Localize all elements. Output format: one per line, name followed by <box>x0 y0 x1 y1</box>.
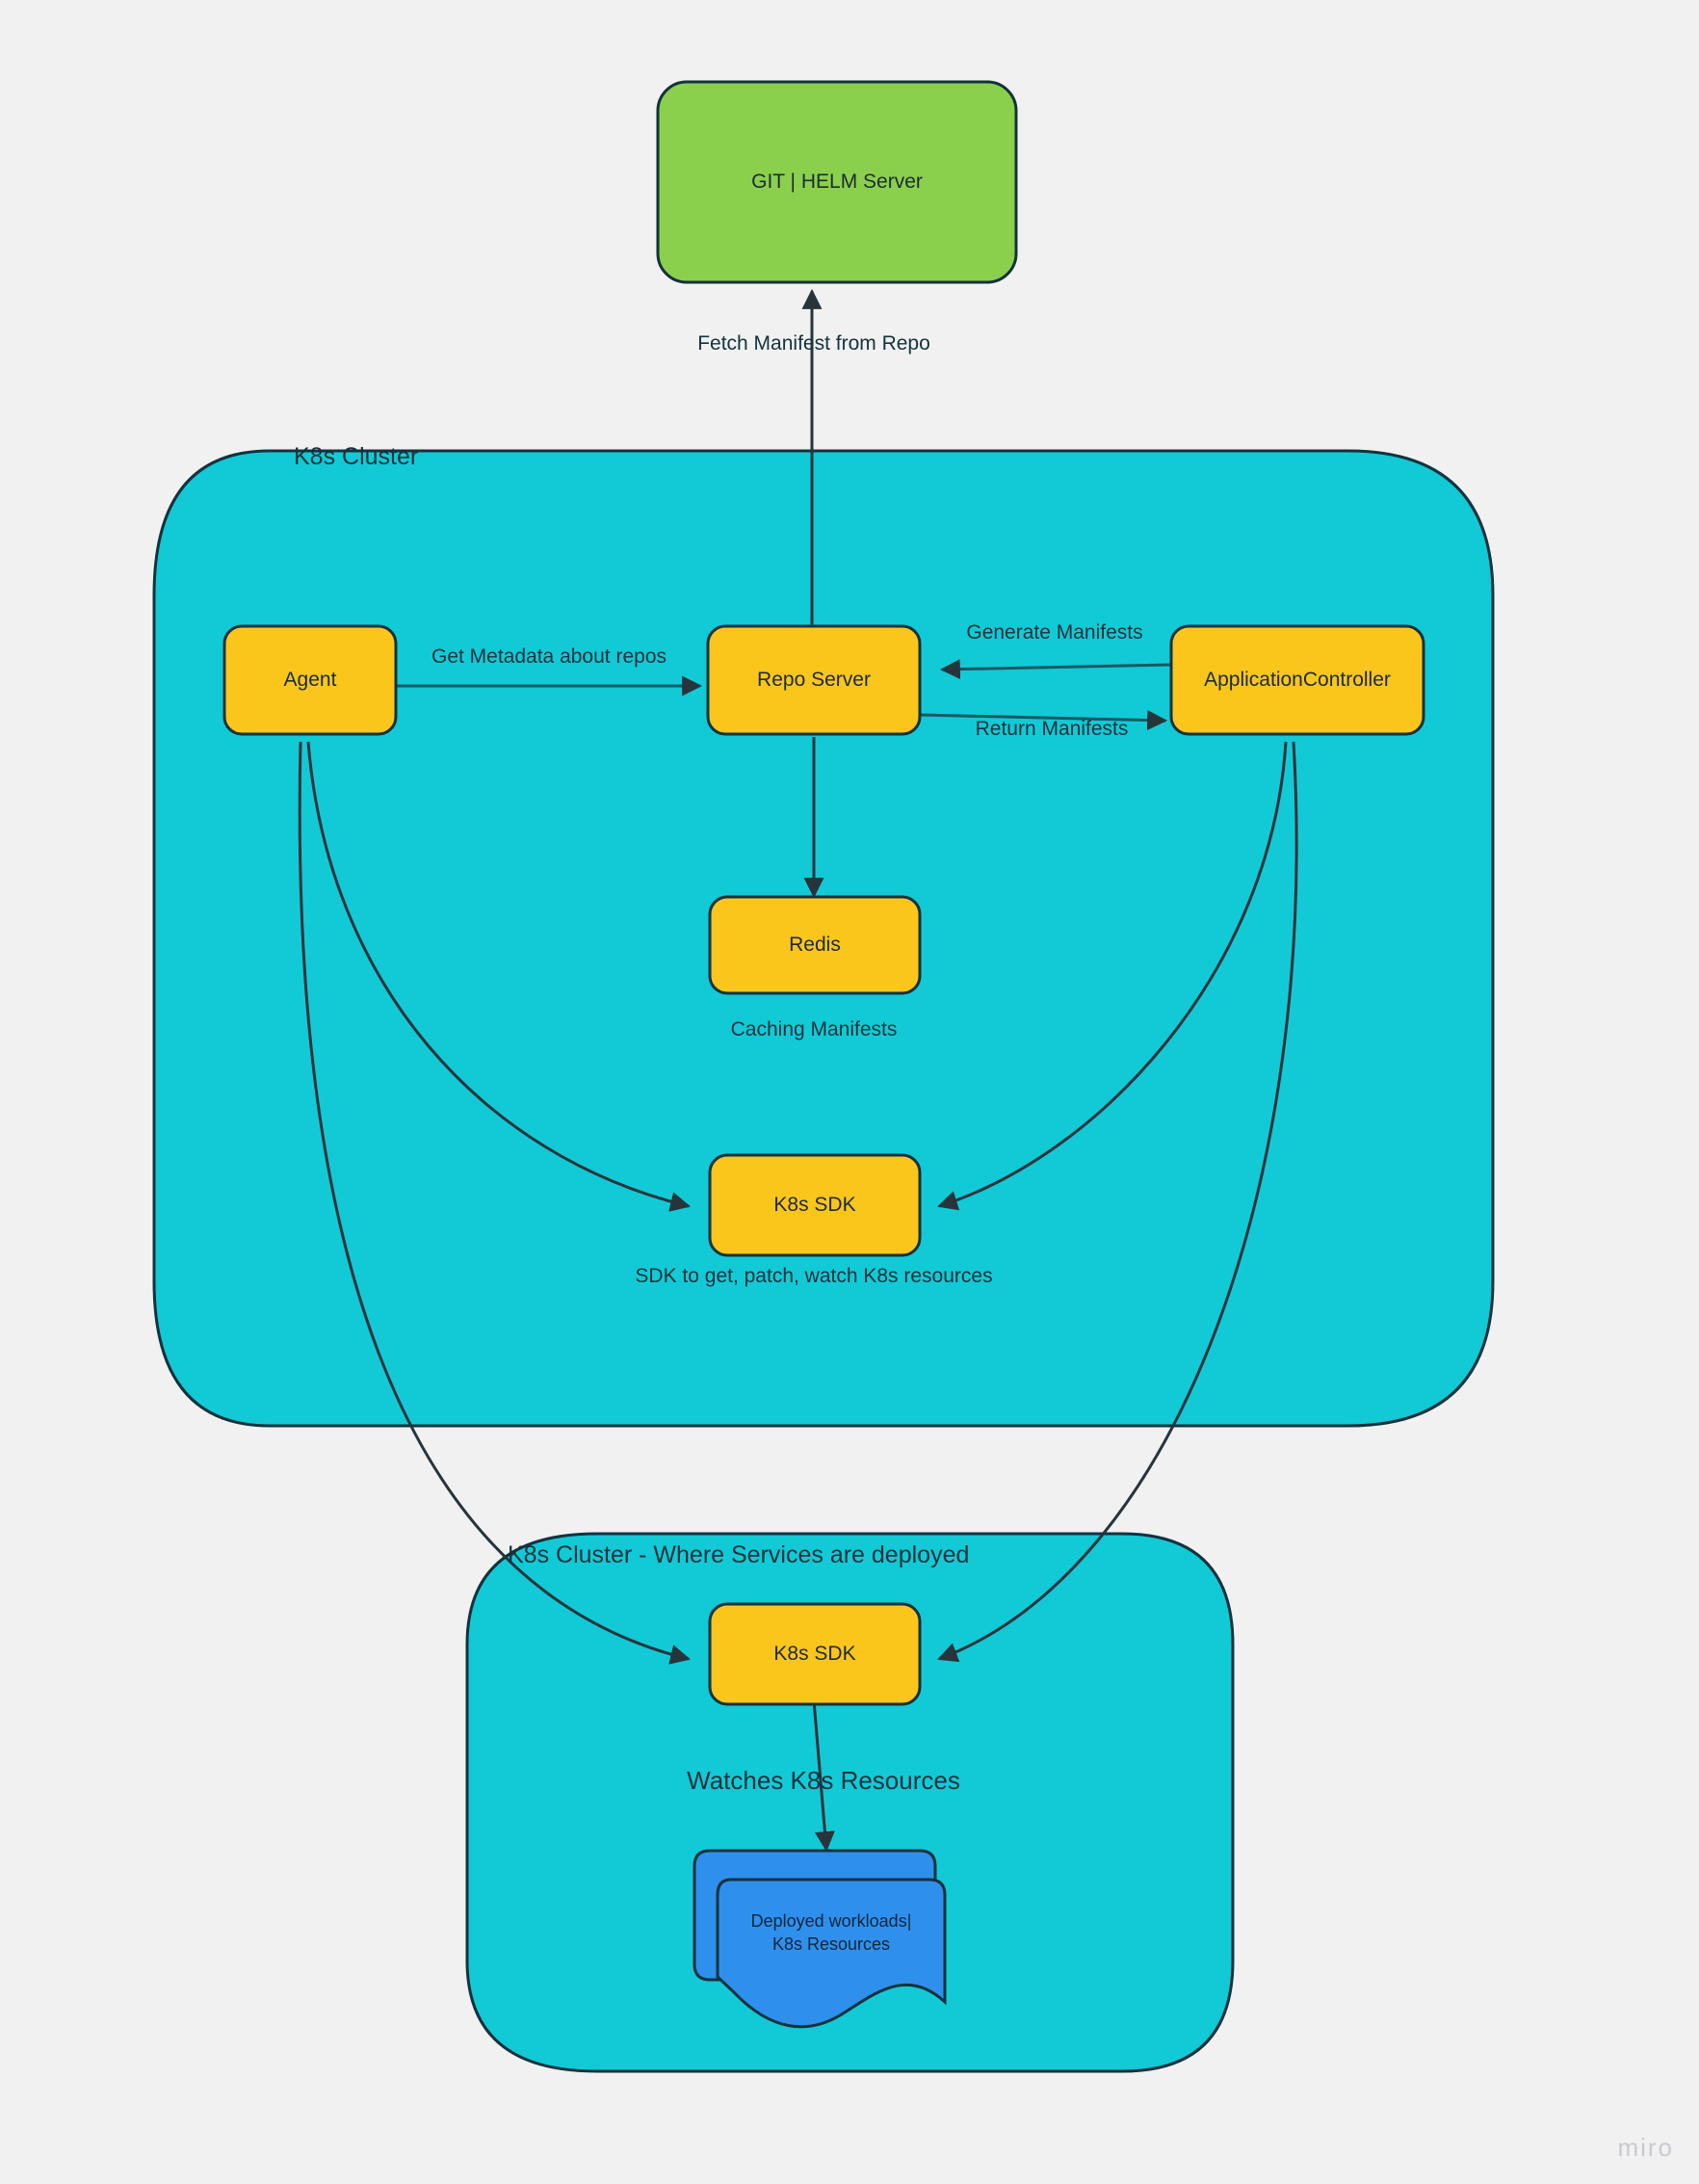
edge-k8s-sdk-lower-to-workloads <box>812 1699 835 1853</box>
edge-appcontroller-to-k8s-sdk-lower <box>937 741 1298 1663</box>
node-deployed-workloads-front-sheet[interactable] <box>716 1878 947 2029</box>
edge-label-get-metadata: Get Metadata about repos <box>431 645 667 668</box>
edge-appcontroller-to-repo-server <box>939 659 1172 680</box>
edge-label-generate-manifests: Generate Manifests <box>966 621 1143 644</box>
node-k8s-sdk-lower[interactable] <box>708 1602 922 1706</box>
node-agent[interactable] <box>222 624 398 736</box>
edge-label-fetch-manifest: Fetch Manifest from Repo <box>697 332 930 355</box>
edge-appcontroller-to-k8s-sdk-upper <box>936 741 1288 1211</box>
node-git-helm-server[interactable] <box>656 80 1018 284</box>
node-redis[interactable] <box>708 895 922 995</box>
miro-watermark: miro <box>1617 2133 1674 2162</box>
caption-k8s-sdk-upper: SDK to get, patch, watch K8s resources <box>635 1265 993 1287</box>
node-repo-server[interactable] <box>706 624 922 736</box>
node-application-controller[interactable] <box>1169 624 1425 736</box>
cluster-upper-title: K8s Cluster <box>294 443 419 470</box>
cluster-lower-title: K8s Cluster - Where Services are deploye… <box>508 1541 970 1568</box>
caption-redis: Caching Manifests <box>730 1018 898 1040</box>
edge-label-return-manifests: Return Manifests <box>975 718 1129 740</box>
edge-repo-server-to-appcontroller <box>919 710 1168 731</box>
edge-label-watches-k8s-resources: Watches K8s Resources <box>687 1766 960 1795</box>
cluster-lower-shape <box>465 1532 1235 2073</box>
edge-agent-to-k8s-sdk-lower <box>298 741 692 1665</box>
node-k8s-sdk-upper[interactable] <box>708 1153 922 1257</box>
edge-agent-to-k8s-sdk-upper <box>306 741 692 1212</box>
